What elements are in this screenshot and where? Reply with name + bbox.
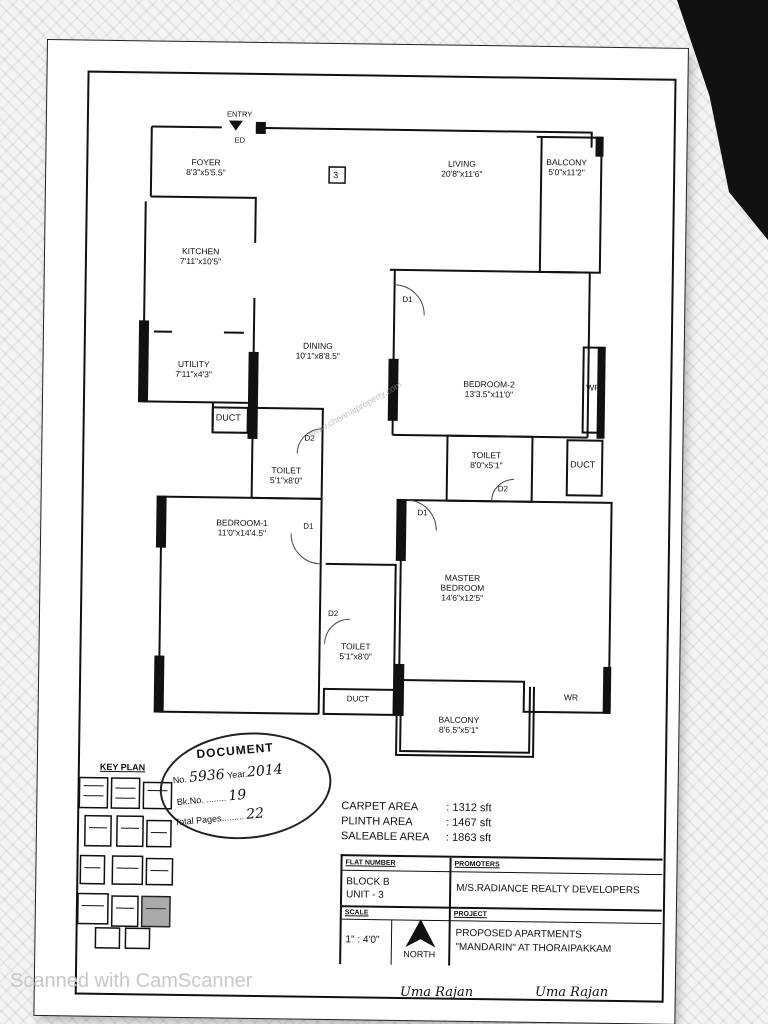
camscanner-watermark: Scanned with CamScanner [10, 970, 253, 992]
signature-2: Uma Rajan [535, 985, 609, 1000]
stamp-book-number: 19 [227, 786, 247, 805]
duct-right-label: DUCT [570, 459, 596, 470]
door-tag: D1 [417, 508, 428, 518]
duct-left-label: DUCT [215, 412, 241, 423]
flat-unit: UNIT - 3 [346, 889, 384, 901]
stamp-doc-row: No. 5936 Year.2014 [172, 761, 284, 786]
stamp-pages-row: Total Pages......... 22 [174, 805, 265, 828]
north-label: NORTH [403, 949, 436, 960]
stamp-doc-number: 5936 [188, 766, 226, 786]
unit-tag: 3 [333, 169, 339, 181]
signature-1: Uma Rajan [400, 985, 474, 1000]
stamp-title: DOCUMENT [195, 740, 275, 762]
flat-number-header: FLAT NUMBER [345, 859, 396, 867]
wr-bottom-label: WR [563, 692, 579, 703]
ed-label: ED [234, 135, 246, 145]
title-block: FLAT NUMBER BLOCK B UNIT - 3 PROMOTERS M… [339, 854, 663, 969]
scale-header: SCALE [344, 909, 369, 917]
stamp-total-pages: 22 [245, 805, 265, 823]
entry-label: ENTRY [226, 109, 253, 119]
door-tag: D2 [327, 608, 339, 619]
door-tag: D2 [497, 484, 509, 494]
wr-right-label: WR [586, 382, 601, 393]
door-tag: D1 [402, 294, 413, 305]
project-line2: "MANDARIN" AT THORAIPAKKAM [455, 941, 612, 955]
floor-plan-walls [137, 120, 613, 758]
project-line1: PROPOSED APARTMENTS [455, 927, 582, 941]
stamp-book-row: Bk.No. ........ 19 [176, 786, 247, 808]
duct-bottom-label: DUCT [346, 694, 370, 704]
project-header: PROJECT [453, 910, 487, 919]
promoters-header: PROMOTERS [454, 860, 500, 869]
scale-value: 1" : 4'0" [345, 934, 380, 946]
stamp-year: 2014 [246, 761, 284, 781]
key-plan-title: KEY PLAN [99, 761, 146, 773]
door-tag: D1 [303, 521, 314, 531]
north-arrow-icon [405, 919, 436, 948]
area-summary: CARPET AREA: 1312 sft PLINTH AREA: 1467 … [341, 799, 492, 846]
flat-block: BLOCK B [346, 876, 390, 888]
area-row: SALEABLE AREA: 1863 sft [340, 830, 492, 845]
key-plan-diagram [76, 776, 174, 950]
